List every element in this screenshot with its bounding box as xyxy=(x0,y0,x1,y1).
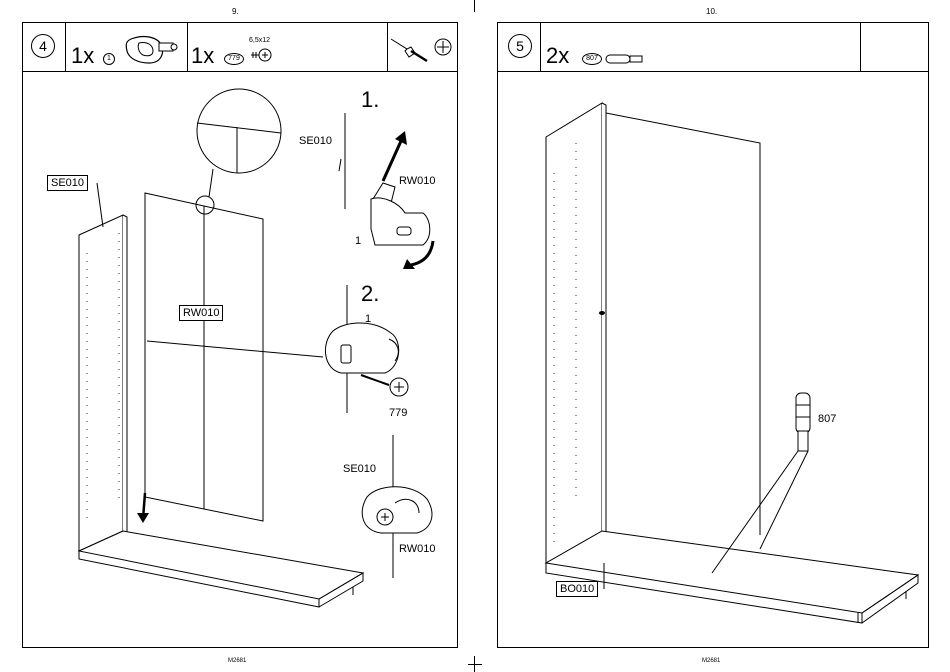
crop-mark-bottom-h xyxy=(468,664,482,665)
se010-panel-tag: SE010 xyxy=(47,175,88,191)
right-page-number: 10. xyxy=(706,7,717,16)
step-1-label: 1. xyxy=(361,87,379,113)
left-assembly-drawing xyxy=(23,23,459,649)
se010-final-label: SE010 xyxy=(343,463,376,475)
left-footer: M2681 xyxy=(228,658,246,664)
se010-detail-label: SE010 xyxy=(299,135,332,147)
step-2-label: 2. xyxy=(361,281,379,307)
right-footer: M2681 xyxy=(702,658,720,664)
right-assembly-drawing xyxy=(498,23,930,649)
rw010-panel-tag: RW010 xyxy=(179,305,223,321)
bo010-panel-tag: BO010 xyxy=(556,581,598,597)
dowel-807-label: 807 xyxy=(818,413,836,425)
screw-779-label: 779 xyxy=(389,407,407,419)
rw010-final-label: RW010 xyxy=(399,543,435,555)
rw010-detail-label: RW010 xyxy=(399,175,435,187)
part-1-label: 1 xyxy=(355,235,361,247)
left-page-number: 9. xyxy=(232,7,239,16)
right-page: 5 2x 807 807 BO010 xyxy=(497,22,929,648)
left-page: 4 1x 1 1x 779 6,5x12 xyxy=(22,22,458,648)
part-1-label: 1 xyxy=(365,313,371,325)
crop-mark-top xyxy=(474,0,475,12)
